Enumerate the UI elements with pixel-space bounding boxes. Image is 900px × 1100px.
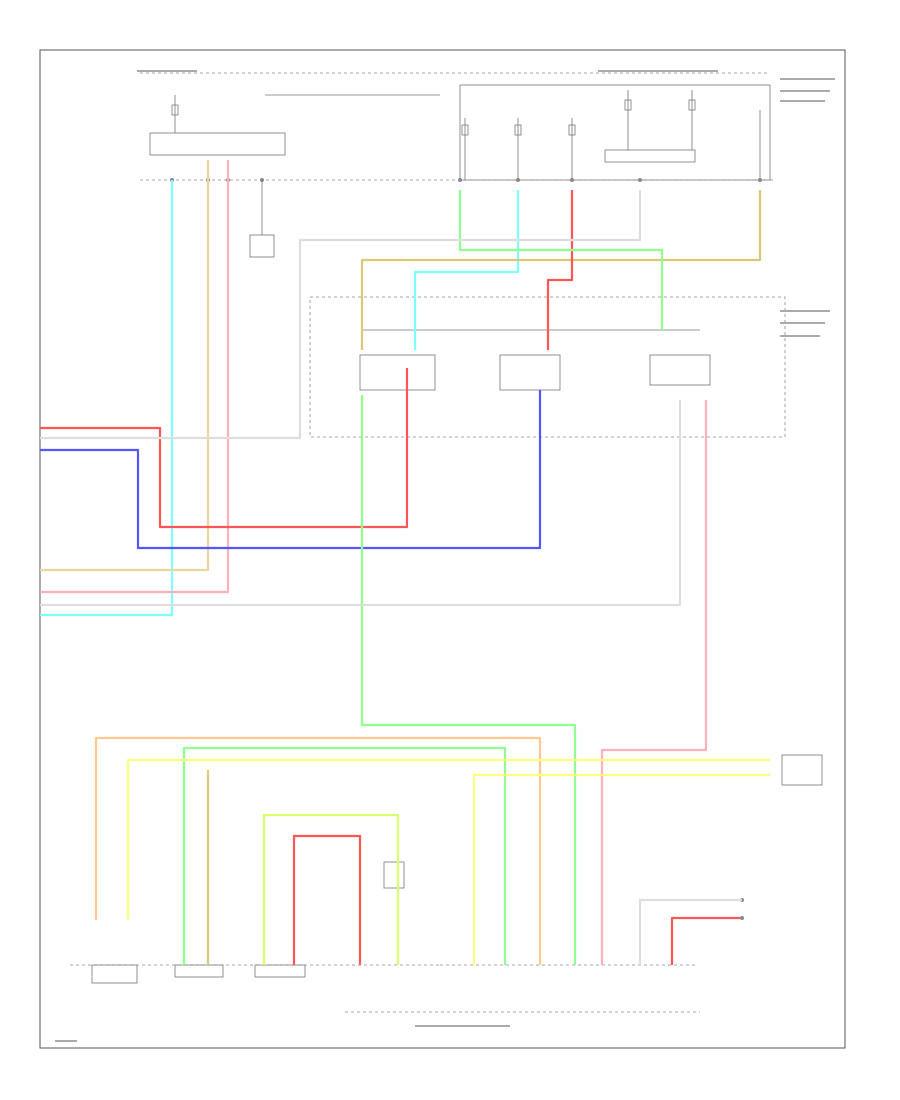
wire-gray-b bbox=[40, 400, 682, 607]
sensor-box-b bbox=[174, 964, 224, 978]
wire-pink bbox=[40, 160, 230, 594]
wire-yellow-a bbox=[126, 758, 770, 920]
wire-yellow-b bbox=[472, 773, 770, 965]
wire-blue bbox=[40, 390, 542, 550]
switch-module-box bbox=[309, 296, 786, 438]
connector-block-right bbox=[781, 754, 823, 786]
wire-green-lower bbox=[360, 395, 577, 965]
wire-yellow-green bbox=[262, 813, 400, 965]
wire-layer bbox=[40, 160, 770, 965]
wire-red bbox=[40, 368, 409, 529]
diagram-frame bbox=[39, 49, 846, 1049]
fuse-icon bbox=[624, 90, 632, 150]
wire-olive bbox=[360, 190, 762, 350]
fuse-icon bbox=[568, 118, 576, 180]
label-marks bbox=[55, 70, 835, 1042]
wire-red-ground bbox=[670, 916, 740, 965]
relay-coil bbox=[604, 149, 696, 163]
fuse-icon bbox=[514, 118, 522, 180]
wire-gray-a bbox=[40, 190, 642, 440]
switch-body-right bbox=[649, 354, 711, 386]
fuse-icon bbox=[171, 95, 179, 133]
sensor-component bbox=[249, 234, 275, 258]
left-fuse-holder bbox=[149, 132, 286, 156]
wire-tan bbox=[40, 160, 210, 572]
wire-green bbox=[182, 746, 507, 965]
wire-gray-c bbox=[638, 898, 742, 965]
fuse-icon bbox=[461, 118, 469, 180]
wire-red-lower bbox=[292, 834, 362, 965]
ground-icon bbox=[740, 898, 744, 920]
switch-body-left bbox=[359, 354, 436, 391]
switch-body-center bbox=[499, 354, 561, 391]
wire-orange bbox=[94, 736, 542, 965]
sensor-box-a bbox=[91, 964, 138, 984]
wire-lt-blu-upper bbox=[413, 190, 520, 350]
sensor-box-c bbox=[254, 964, 306, 978]
wire-red-upper bbox=[546, 190, 574, 350]
wire-pink-lower bbox=[600, 400, 708, 965]
fuse-block bbox=[459, 84, 771, 181]
sensor-box-d bbox=[383, 861, 405, 889]
fuse-icon bbox=[688, 90, 696, 150]
wire-green-upper bbox=[458, 190, 664, 330]
wire-lt-blu bbox=[40, 180, 174, 617]
